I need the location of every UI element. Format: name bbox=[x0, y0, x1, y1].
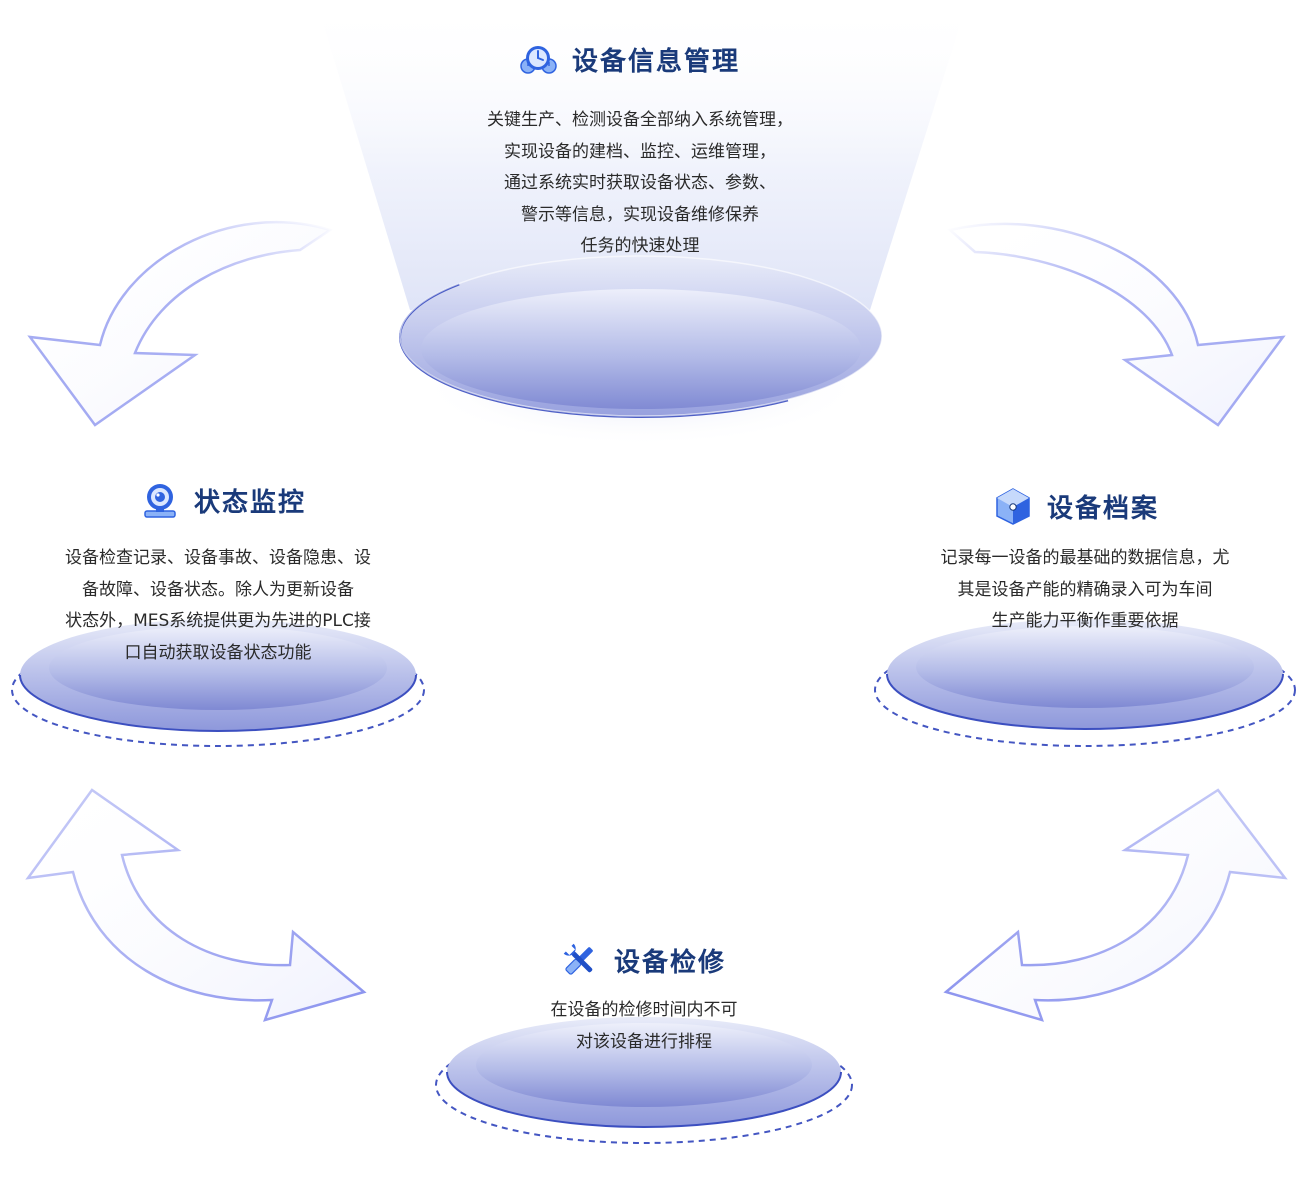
description-line: 在设备的检修时间内不可 bbox=[550, 1000, 738, 1020]
equipment-repair-title: 设备检修 bbox=[614, 947, 727, 978]
equipment-repair-header: 设备检修 bbox=[560, 938, 726, 982]
status-monitor-header: 状态监控 bbox=[140, 478, 306, 522]
equipment-archive-header: 设备档案 bbox=[993, 484, 1159, 528]
equipment-repair-description: 在设备的检修时间内不可 对该设备进行排程 bbox=[444, 995, 844, 1058]
camera-monitor-icon bbox=[144, 484, 176, 518]
description-line: 设备检查记录、设备事故、设备隐患、设 bbox=[65, 548, 371, 568]
description-line: 实现设备的建档、监控、运维管理， bbox=[504, 141, 776, 162]
top-light-beam bbox=[316, 0, 968, 310]
info-management-description: 关键生产、检测设备全部纳入系统管理， 实现设备的建档、监控、运维管理， 通过系统… bbox=[440, 105, 840, 263]
description-line: 关键生产、检测设备全部纳入系统管理， bbox=[487, 110, 793, 130]
description-line: 状态外，MES系统提供更为先进的PLC接 bbox=[65, 611, 371, 631]
description-line: 口自动获取设备状态功能 bbox=[124, 642, 312, 663]
info-management-header: 设备信息管理 bbox=[518, 37, 740, 81]
description-line: 通过系统实时获取设备状态、参数、 bbox=[504, 173, 776, 193]
equipment-archive-title: 设备档案 bbox=[1047, 493, 1160, 524]
description-line: 记录每一设备的最基础的数据信息，尤 bbox=[940, 548, 1230, 568]
clock-gauge-icon bbox=[520, 46, 557, 74]
description-line: 其是设备产能的精确录入可为车间 bbox=[957, 579, 1213, 600]
arrow-top-left bbox=[27, 220, 333, 427]
description-line: 生产能力平衡作重要依据 bbox=[991, 611, 1179, 631]
top-platform bbox=[399, 255, 883, 447]
cube-icon bbox=[996, 488, 1030, 525]
left-platform bbox=[11, 619, 425, 747]
arrow-bottom-right bbox=[943, 788, 1288, 1022]
right-platform bbox=[874, 619, 1296, 747]
status-monitor-description: 设备检查记录、设备事故、设备隐患、设 备故障、设备状态。除人为更新设备 状态外，… bbox=[20, 543, 416, 669]
info-management-title: 设备信息管理 bbox=[572, 46, 741, 77]
description-line: 备故障、设备状态。除人为更新设备 bbox=[82, 579, 354, 600]
description-line: 警示等信息，实现设备维修保养 bbox=[521, 204, 759, 225]
description-line: 任务的快速处理 bbox=[580, 236, 700, 256]
bottom-platform bbox=[435, 1017, 853, 1144]
status-monitor-title: 状态监控 bbox=[194, 487, 307, 518]
description-line: 对该设备进行排程 bbox=[576, 1031, 712, 1052]
arrow-bottom-left bbox=[25, 788, 367, 1022]
arrow-top-right bbox=[947, 222, 1286, 427]
equipment-archive-description: 记录每一设备的最基础的数据信息，尤 其是设备产能的精确录入可为车间 生产能力平衡… bbox=[885, 543, 1285, 638]
wrench-screwdriver-icon bbox=[563, 943, 593, 975]
